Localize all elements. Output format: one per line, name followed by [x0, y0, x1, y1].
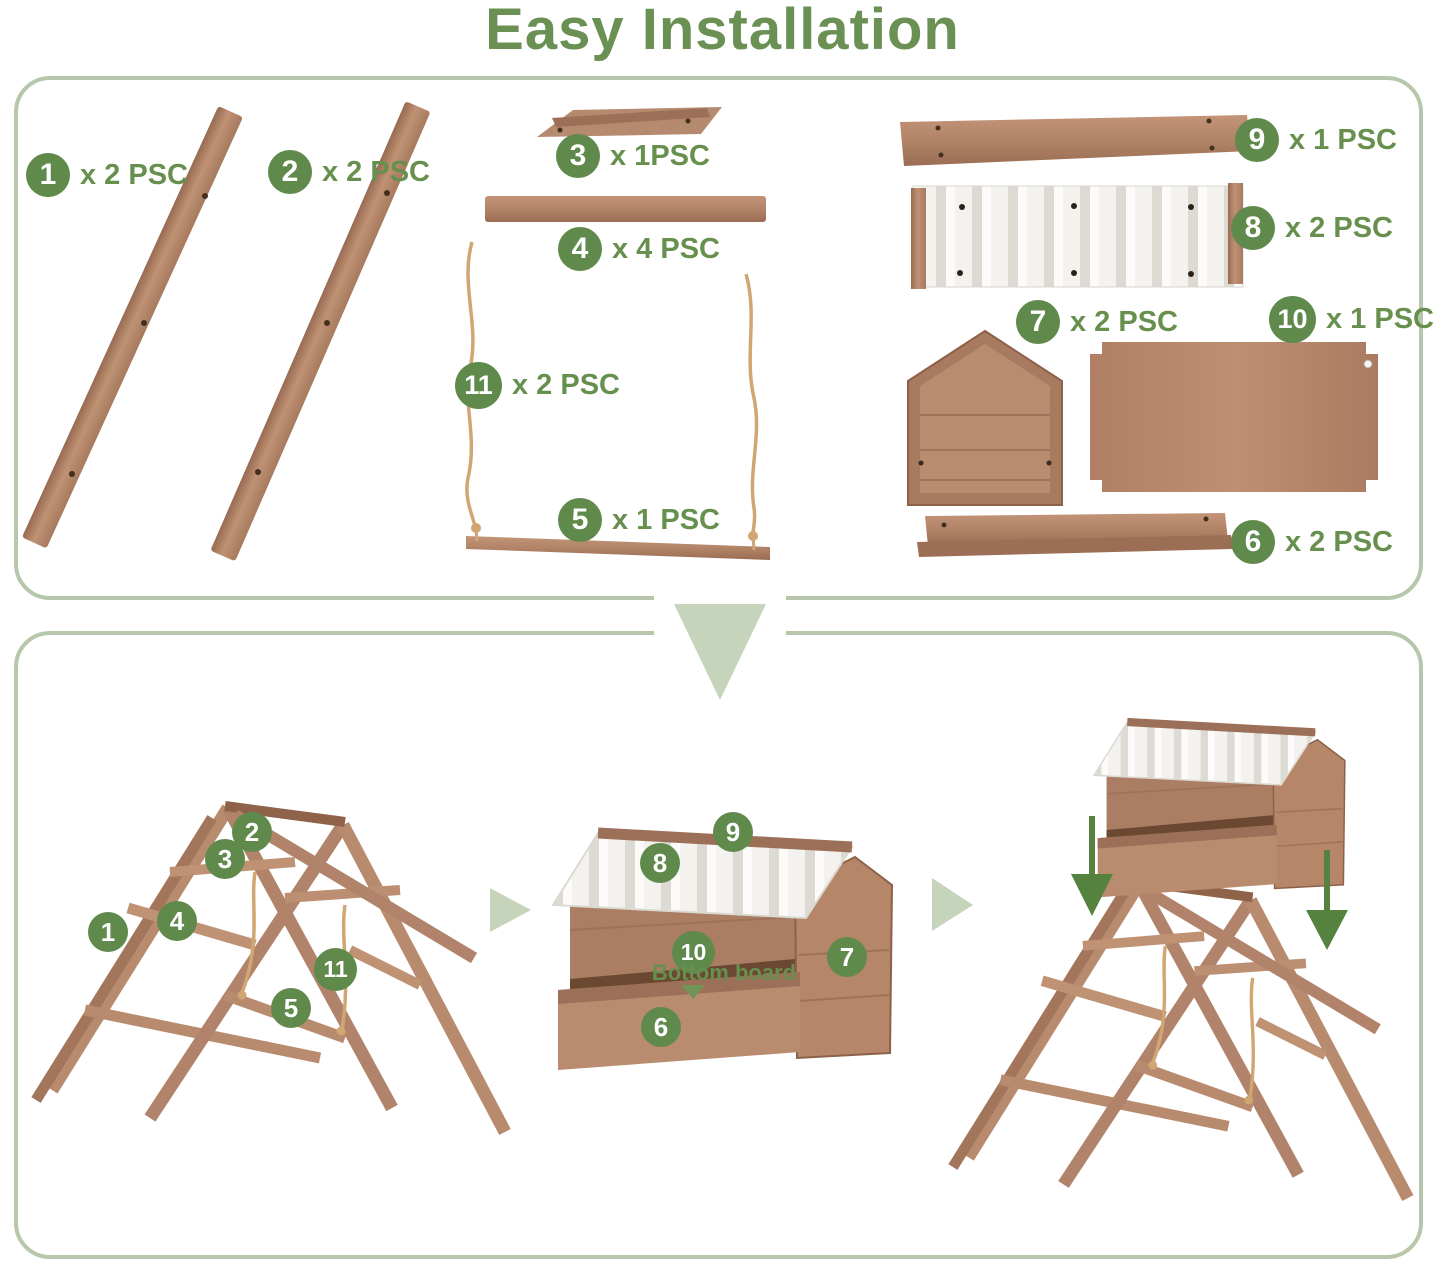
- part-7-row: 7 x 2 PSC: [1016, 299, 1178, 345]
- part-6-badge: 6: [1231, 520, 1275, 564]
- part-3-row: 3 x 1PSC: [556, 133, 710, 179]
- step2-callout-7: 7: [827, 937, 867, 977]
- part-4-qty: x 4 PSC: [612, 232, 720, 265]
- part-5-badge: 5: [558, 498, 602, 542]
- step1-callout-11: 11: [314, 948, 357, 991]
- part-7-badge: 7: [1016, 300, 1060, 344]
- step1-callout-3: 3: [205, 839, 245, 879]
- step1-callout-1: 1: [88, 912, 128, 952]
- part-9-badge: 9: [1235, 118, 1279, 162]
- part-6-qty: x 2 PSC: [1285, 525, 1393, 558]
- part-8-row: 8 x 2 PSC: [1231, 205, 1393, 251]
- part-3-qty: x 1PSC: [610, 139, 710, 172]
- part-4-row: 4 x 4 PSC: [558, 226, 720, 272]
- part-3-badge: 3: [556, 134, 600, 178]
- step2-callout-9: 9: [713, 812, 753, 852]
- bottom-board-label: Bottom board: [651, 960, 797, 985]
- step2-callout-6: 6: [641, 1007, 681, 1047]
- step2-callout-8: 8: [640, 843, 680, 883]
- part-10-row: 10 x 1 PSC: [1269, 295, 1434, 343]
- part-1-row: 1 x 2 PSC: [26, 152, 188, 198]
- part-9-row: 9 x 1 PSC: [1235, 117, 1397, 163]
- part-1-qty: x 2 PSC: [80, 158, 188, 191]
- part-2-qty: x 2 PSC: [322, 155, 430, 188]
- part-1-badge: 1: [26, 153, 70, 197]
- part-11-badge: 11: [455, 361, 502, 409]
- part-11-row: 11 x 2 PSC: [455, 361, 620, 409]
- part-10-badge: 10: [1269, 295, 1316, 343]
- page-title: Easy Installation: [485, 0, 960, 62]
- part-8-badge: 8: [1231, 206, 1275, 250]
- step1-callout-5: 5: [271, 988, 311, 1028]
- part-11-qty: x 2 PSC: [512, 368, 620, 401]
- part-7-qty: x 2 PSC: [1070, 305, 1178, 338]
- assembly-panel: [14, 631, 1423, 1259]
- part-8-qty: x 2 PSC: [1285, 211, 1393, 244]
- part-4-badge: 4: [558, 227, 602, 271]
- part-10-qty: x 1 PSC: [1326, 302, 1434, 335]
- step1-callout-4: 4: [157, 901, 197, 941]
- part-2-badge: 2: [268, 150, 312, 194]
- part-6-row: 6 x 2 PSC: [1231, 519, 1393, 565]
- part-5-row: 5 x 1 PSC: [558, 497, 720, 543]
- part-9-qty: x 1 PSC: [1289, 123, 1397, 156]
- part-2-row: 2 x 2 PSC: [268, 149, 430, 195]
- part-5-qty: x 1 PSC: [612, 503, 720, 536]
- bottom-board-pointer-icon: [681, 985, 705, 999]
